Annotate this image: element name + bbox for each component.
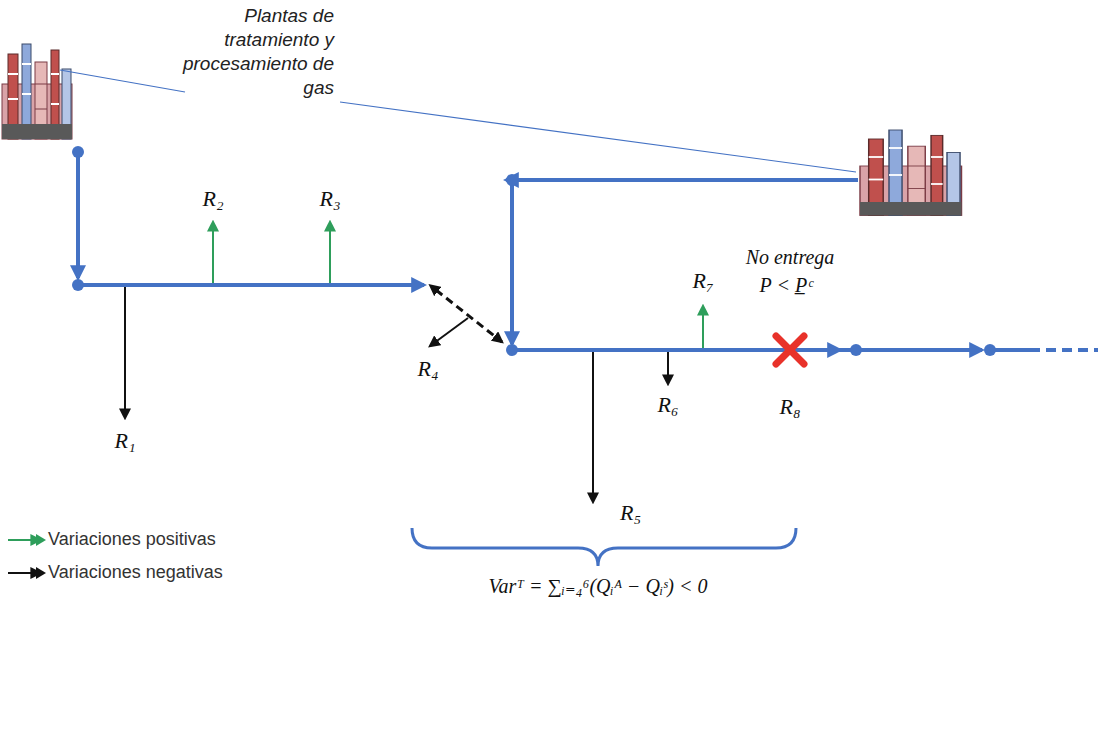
gas-plant-icon [860, 130, 962, 216]
plant-caption: Plantas de tratamiento y procesamiento d… [156, 4, 334, 100]
pipe-node [72, 146, 996, 356]
route-label: R₅ [620, 500, 641, 526]
no-delivery-note: No entrega [746, 246, 835, 269]
grouping-bracket [412, 528, 796, 566]
route-label: R₃ [319, 186, 340, 212]
pipeline [78, 152, 1098, 350]
variation-formula: Varᵀ = ∑ᵢ₌₄⁶(Qᵢᴬ − Qᵢˢ) < 0 [489, 574, 708, 598]
route-label: R₇ [692, 268, 713, 294]
gas-plant-icon [2, 44, 72, 139]
legend-arrow-sample [6, 533, 46, 547]
route-label: R₈ [779, 394, 800, 420]
pressure-condition: P < P̲ᶜ [760, 274, 813, 297]
negative-variation-arrow [124, 287, 126, 418]
negative-variation-arrow [430, 318, 468, 346]
legend-text: Variaciones negativas [48, 562, 223, 583]
route-label: R₄ [417, 356, 438, 382]
negative-variation-arrow [667, 352, 669, 384]
route-label: R₆ [657, 392, 678, 418]
legend-arrow-sample [6, 566, 46, 580]
leader-line [340, 102, 856, 172]
positive-variation-arrow [212, 222, 214, 283]
leader-line [60, 70, 185, 92]
positive-variation-arrow [329, 222, 331, 283]
route-label: R₂ [202, 186, 223, 212]
route-label: R₁ [114, 428, 135, 454]
no-delivery-cross [776, 336, 804, 364]
legend-text: Variaciones positivas [48, 529, 216, 550]
positive-variation-arrow [702, 306, 704, 348]
negative-variation-arrow [592, 352, 594, 502]
